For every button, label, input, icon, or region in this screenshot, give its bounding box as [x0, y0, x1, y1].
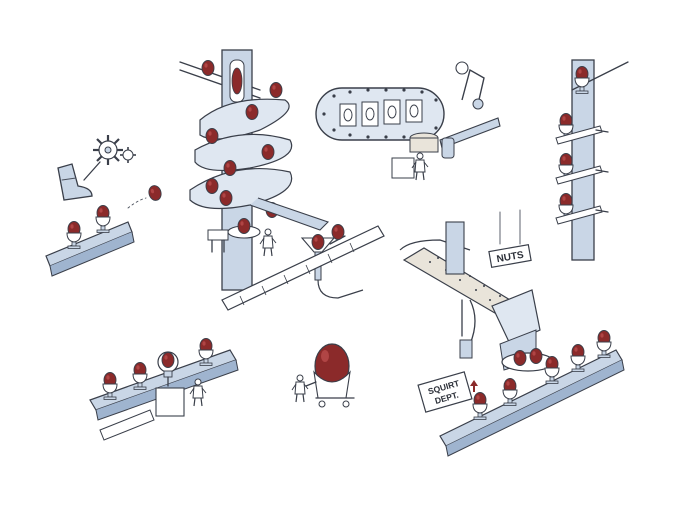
nuts-sign-label: NUTS — [496, 250, 525, 266]
nuts-sign: NUTS — [488, 243, 532, 269]
conveyor-ladder — [221, 225, 385, 311]
inspection-scene — [89, 339, 239, 441]
boot-kick-scene — [45, 135, 164, 277]
robot-arm-icon — [455, 61, 485, 110]
flying-egg-icon — [146, 183, 164, 203]
nuts-hopper-scene: NUTS SQUIRT DEPT. — [399, 209, 625, 457]
lightbulb-icon — [157, 351, 179, 387]
spiral-tower-scene — [179, 49, 385, 311]
conveyor-right — [439, 331, 625, 457]
cog-icon — [93, 135, 123, 165]
egg-cart-scene — [291, 343, 355, 408]
vertical-rack-scene — [555, 59, 629, 261]
porthole-machine-scene — [315, 61, 501, 181]
squirt-dept-sign: SQUIRT DEPT. — [417, 371, 473, 413]
boot-icon — [57, 163, 93, 201]
arrow-up-icon — [470, 380, 478, 392]
small-cog-icon — [120, 147, 136, 163]
conveyor-left — [45, 206, 135, 277]
